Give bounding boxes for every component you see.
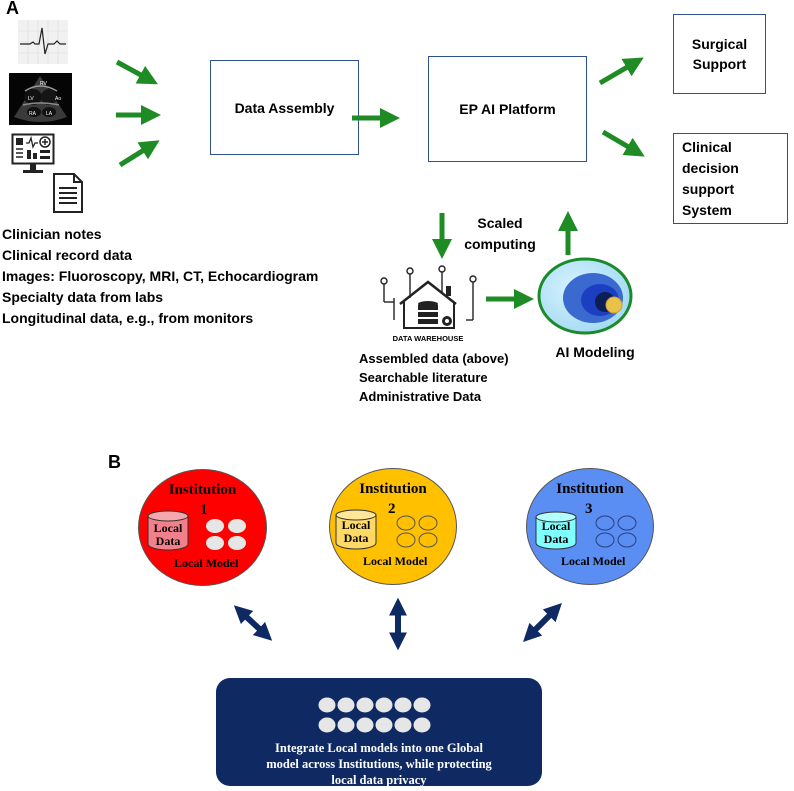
clinical-decision-line-2: decision — [682, 159, 739, 176]
platform-to-surgical-arrow — [598, 57, 644, 86]
institution-1-db-line-2: Data — [155, 534, 181, 548]
echo-label-ao: Ao — [55, 96, 61, 102]
institution-3-db-line-1: Local — [541, 519, 571, 533]
clinical-decision-line-1: Clinical — [682, 138, 732, 155]
institution-1-model-label: Local Model — [174, 556, 239, 570]
source-clinician-notes: Clinician notes — [2, 226, 102, 242]
institution-3-database-icon — [535, 511, 577, 550]
scaled-computing-label: Scaled computing — [458, 213, 542, 255]
institution-3-number: 3 — [585, 501, 593, 517]
echo-label-ra: RA — [29, 111, 37, 117]
institution-3-db-label: Local Data — [536, 520, 576, 546]
panel-b-arrows — [233, 597, 562, 651]
institution-1-db-label: Local Data — [148, 522, 188, 548]
scaled-computing-line-2: computing — [464, 236, 536, 252]
institution-2-title: Institution — [359, 481, 427, 497]
panel-a-label: A — [6, 0, 19, 18]
institution-2-db-line-2: Data — [343, 531, 369, 545]
warehouse-administrative: Administrative Data — [359, 389, 482, 404]
institution-1-database-icon — [147, 510, 189, 551]
echocardiogram-image: RV LV RA LA Ao — [9, 73, 72, 125]
ai-modeling-label: AI Modeling — [555, 344, 635, 360]
global-model-nodes — [318, 697, 431, 733]
institution-1-number: 1 — [200, 502, 208, 518]
institution-2-circle: Institution 2 Local Data Local Model — [329, 468, 457, 585]
monitor-icon — [11, 133, 55, 173]
document-icon — [53, 173, 83, 213]
surgical-support-box: Surgical Support — [673, 14, 766, 94]
institution-3-circle: Institution 3 Local Data Local Model — [526, 468, 654, 585]
source-arrow-1 — [115, 59, 158, 85]
institution-2-model-label: Local Model — [363, 554, 428, 568]
institution-1-sync-arrow — [233, 605, 273, 641]
scaled-computing-line-1: Scaled — [477, 215, 523, 231]
panel-b-label: B — [108, 452, 121, 472]
ecg-icon — [18, 20, 68, 64]
institution-1-circle: Institution 1 Local Data Local Model — [138, 469, 267, 586]
global-model-description: Integrate Local models into one Global m… — [216, 740, 542, 788]
clinical-decision-line-3: support System — [682, 180, 735, 218]
data-assembly-label: Data Assembly — [234, 99, 335, 116]
platform-to-clinical-arrow — [601, 129, 645, 157]
global-text-line-2: model across Institutions, while protect… — [266, 757, 492, 771]
institution-3-sync-arrow — [523, 603, 562, 642]
institution-2-number: 2 — [388, 501, 396, 517]
source-specialty-labs: Specialty data from labs — [2, 289, 164, 305]
ai-modeling-icon — [537, 257, 633, 335]
global-text-line-3: local data privacy — [331, 773, 427, 787]
data-sources-list: Clinician notes Clinical record data Ima… — [2, 224, 318, 329]
source-arrow-3 — [118, 140, 160, 168]
echo-label-rv: RV — [40, 81, 48, 87]
global-text-line-1: Integrate Local models into one Global — [275, 741, 483, 755]
ep-ai-platform-box: EP AI Platform — [428, 56, 587, 162]
institution-2-model-nodes — [396, 515, 438, 548]
global-model-box: Integrate Local models into one Global m… — [216, 678, 542, 788]
warehouse-assembled-data: Assembled data (above) — [359, 351, 509, 366]
data-assembly-box: Data Assembly — [210, 60, 359, 155]
panel-a-arrows — [115, 57, 645, 309]
institution-3-model-label: Local Model — [561, 554, 626, 568]
data-warehouse-label: DATA WAREHOUSE — [393, 334, 464, 343]
institution-2-database-icon — [335, 509, 377, 550]
source-longitudinal: Longitudinal data, e.g., from monitors — [2, 310, 254, 326]
institution-2-db-line-1: Local — [341, 518, 371, 532]
warehouse-literature: Searchable literature — [359, 370, 488, 385]
institution-3-title: Institution — [556, 481, 624, 497]
institution-3-model-nodes — [595, 515, 637, 548]
source-clinical-record: Clinical record data — [2, 247, 132, 263]
source-images: Images: Fluoroscopy, MRI, CT, Echocardio… — [2, 268, 319, 284]
institution-1-model-nodes — [206, 519, 246, 550]
institution-3-db-line-2: Data — [543, 532, 569, 546]
institution-1-db-line-1: Local — [153, 521, 183, 535]
data-warehouse-icon: DATA WAREHOUSE — [380, 265, 477, 343]
surgical-support-line-2: Support — [692, 56, 747, 72]
institution-1-title: Institution — [168, 482, 237, 498]
institution-2-db-label: Local Data — [336, 519, 376, 545]
echo-label-lv: LV — [28, 96, 34, 102]
clinical-decision-box: Clinical decision support System — [673, 133, 788, 224]
surgical-support-line-1: Surgical — [691, 36, 748, 52]
ep-ai-platform-label: EP AI Platform — [459, 101, 556, 117]
echo-label-la: LA — [46, 111, 53, 117]
warehouse-contents-list: Assembled data (above) Searchable litera… — [359, 349, 509, 406]
